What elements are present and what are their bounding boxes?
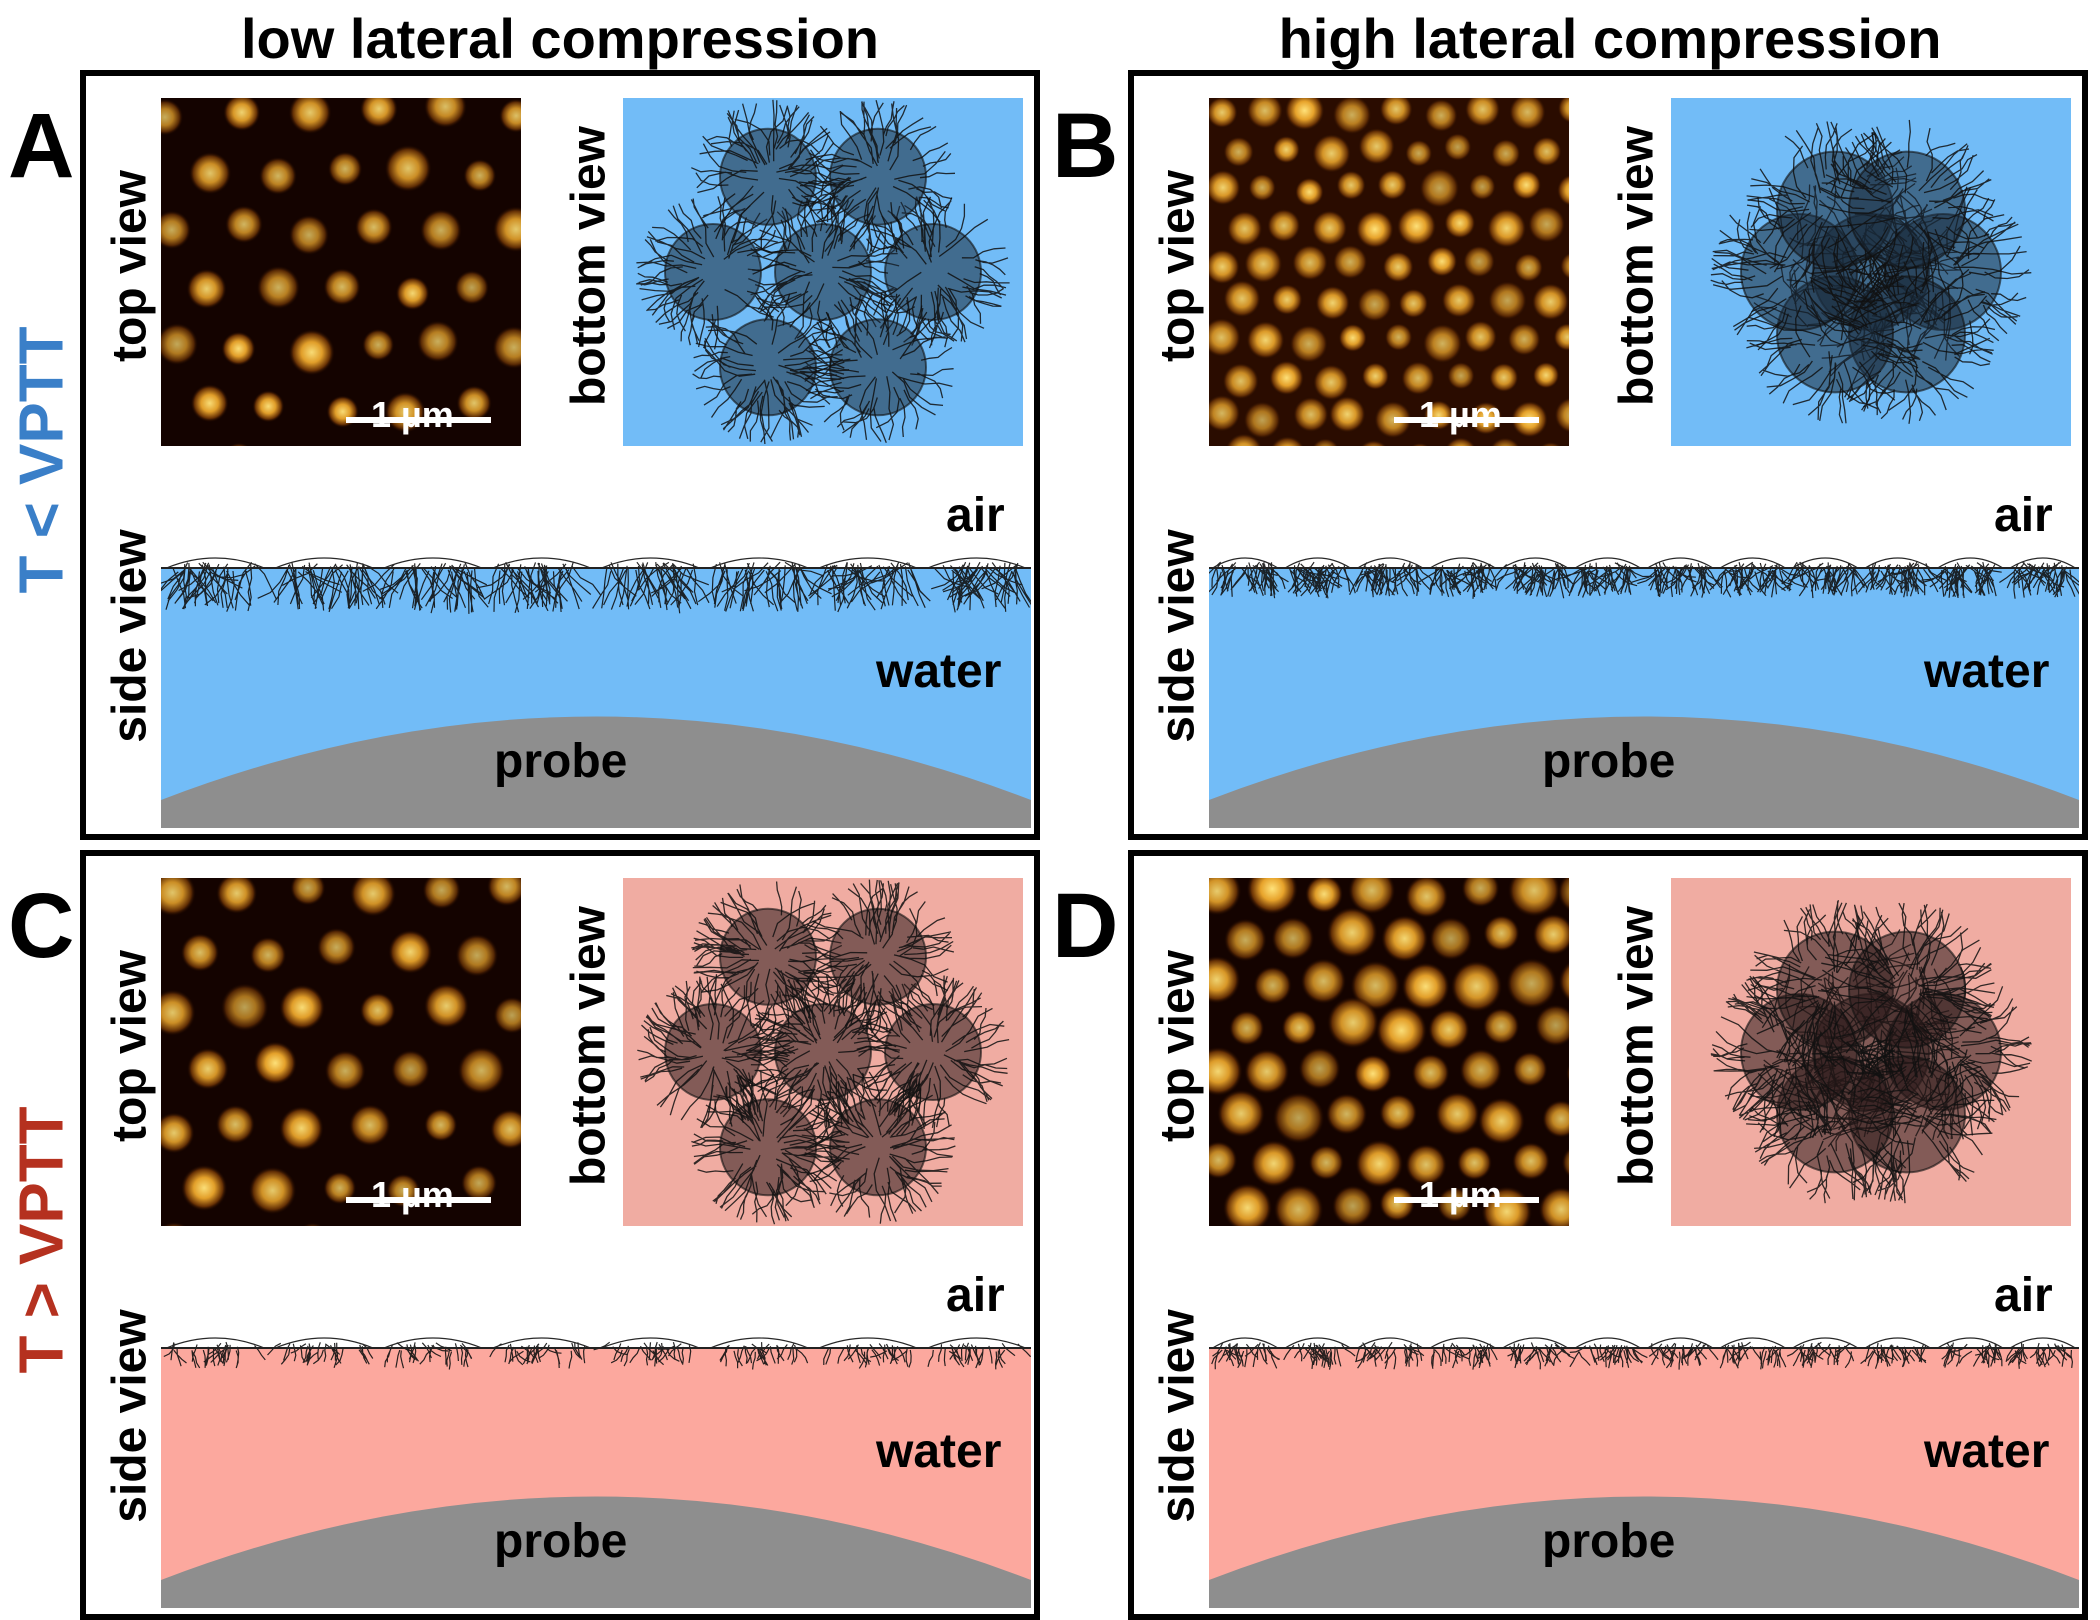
top-view-label: top view — [1151, 169, 1205, 363]
afm-top-view-image — [161, 878, 521, 1226]
air-label: air — [1994, 1269, 2053, 1322]
side-view-schematic — [1209, 1337, 2079, 1608]
column-title-low-compression: low lateral compression — [241, 7, 879, 70]
afm-top-view-image — [161, 98, 521, 446]
panel-a: top view 1 µm bottom view side view air … — [80, 70, 1040, 840]
panel-letter-d: D — [1052, 875, 1119, 977]
probe-label: probe — [1542, 1515, 1676, 1568]
side-view-label: side view — [103, 529, 157, 743]
air-label: air — [946, 489, 1005, 542]
row-label-below-vptt: T < VPTT — [7, 326, 77, 594]
bottom-view-microgel-cluster — [623, 98, 1023, 446]
top-view-label: top view — [103, 949, 157, 1143]
air-label: air — [1994, 489, 2053, 542]
bottom-view-microgel-cluster — [1671, 98, 2071, 446]
scale-bar-label: 1 µm — [1419, 394, 1502, 435]
bottom-view-microgel-cluster — [623, 878, 1023, 1226]
bottom-view-microgel-cluster — [1671, 878, 2071, 1226]
bottom-view-label: bottom view — [1610, 125, 1664, 407]
panel-letter-c: C — [8, 875, 75, 977]
water-label: water — [1924, 1425, 2050, 1478]
bottom-view-label: bottom view — [1610, 905, 1664, 1187]
probe-label: probe — [1542, 735, 1676, 788]
scale-bar-label: 1 µm — [371, 394, 454, 435]
side-view-label: side view — [103, 1309, 157, 1523]
panel-letter-a: A — [8, 95, 75, 197]
bottom-view-label: bottom view — [562, 905, 616, 1187]
side-view-label: side view — [1151, 1309, 1205, 1523]
water-label: water — [876, 645, 1002, 698]
column-title-high-compression: high lateral compression — [1278, 7, 1942, 70]
panel-b: top view 1 µm bottom view side view air … — [1128, 70, 2088, 840]
panel-d: top view 1 µm bottom view side view air … — [1128, 850, 2088, 1620]
scale-bar-label: 1 µm — [371, 1174, 454, 1215]
afm-top-view-image — [1209, 878, 1569, 1226]
side-view-schematic — [161, 557, 1031, 828]
afm-top-view-image — [1209, 98, 1569, 446]
scale-bar-label: 1 µm — [1419, 1174, 1502, 1215]
side-view-schematic — [1209, 557, 2079, 828]
bottom-view-label: bottom view — [562, 125, 616, 407]
probe-label: probe — [494, 735, 628, 788]
side-view-schematic — [161, 1337, 1031, 1608]
water-label: water — [876, 1425, 1002, 1478]
panel-letter-b: B — [1052, 95, 1119, 197]
row-label-above-vptt: T > VPTT — [7, 1106, 77, 1374]
probe-label: probe — [494, 1515, 628, 1568]
top-view-label: top view — [103, 169, 157, 363]
panel-c: top view 1 µm bottom view side view air … — [80, 850, 1040, 1620]
side-view-label: side view — [1151, 529, 1205, 743]
air-label: air — [946, 1269, 1005, 1322]
water-label: water — [1924, 645, 2050, 698]
top-view-label: top view — [1151, 949, 1205, 1143]
